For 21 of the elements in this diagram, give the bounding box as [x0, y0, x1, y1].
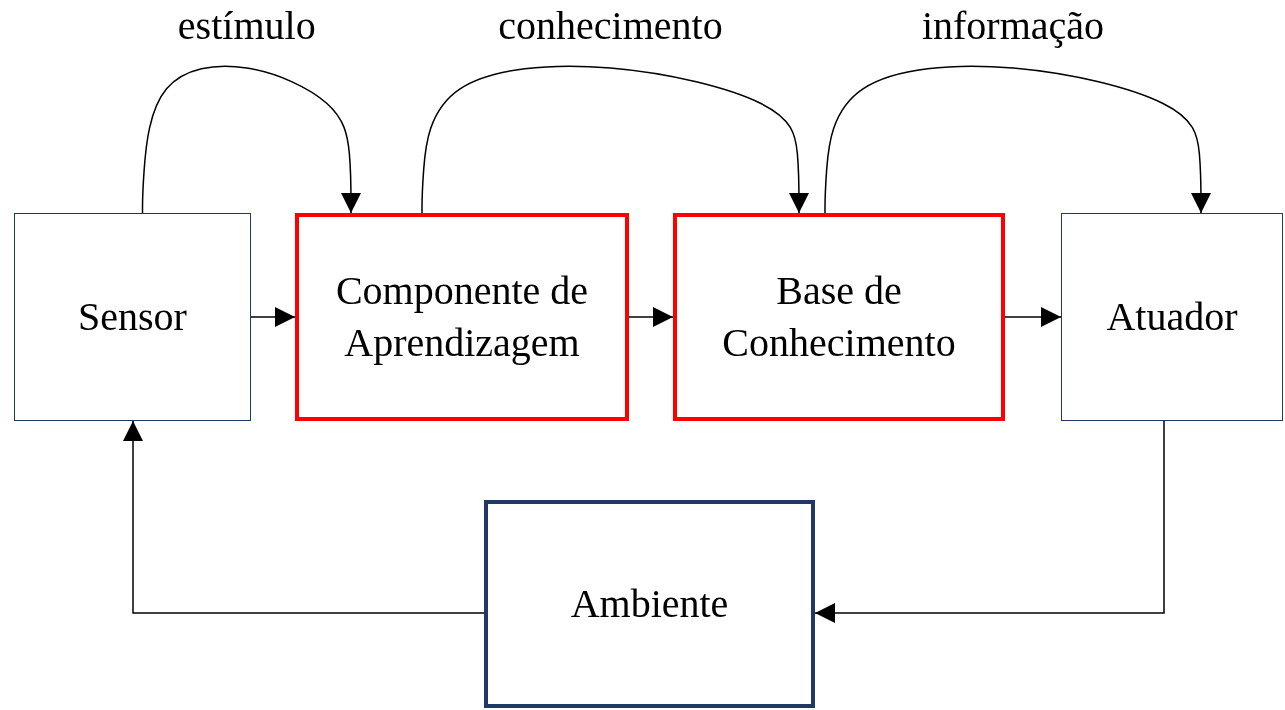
arrow: [628, 307, 674, 327]
edge-label: informação: [921, 2, 1105, 50]
process-box: [295, 213, 629, 421]
arrow: [814, 420, 1165, 623]
box-label: Atuador: [1106, 293, 1238, 341]
curved-arrow: [824, 65, 1211, 214]
edge-label: estímulo: [177, 2, 316, 50]
process-box: [14, 213, 251, 421]
arrow: [123, 420, 485, 614]
edge-label: conhecimento: [498, 2, 723, 50]
process-box: [1061, 213, 1283, 421]
arrow: [250, 307, 296, 327]
box-label: Ambiente: [570, 580, 729, 628]
arrow: [1004, 307, 1062, 327]
box-label: Base de Conhecimento: [721, 267, 957, 367]
curved-arrow: [421, 65, 809, 214]
curved-arrow: [141, 65, 361, 214]
process-box: [673, 213, 1005, 421]
process-box: [484, 500, 815, 708]
box-label: Componente de Aprendizagem: [334, 267, 590, 367]
box-label: Sensor: [78, 293, 187, 341]
